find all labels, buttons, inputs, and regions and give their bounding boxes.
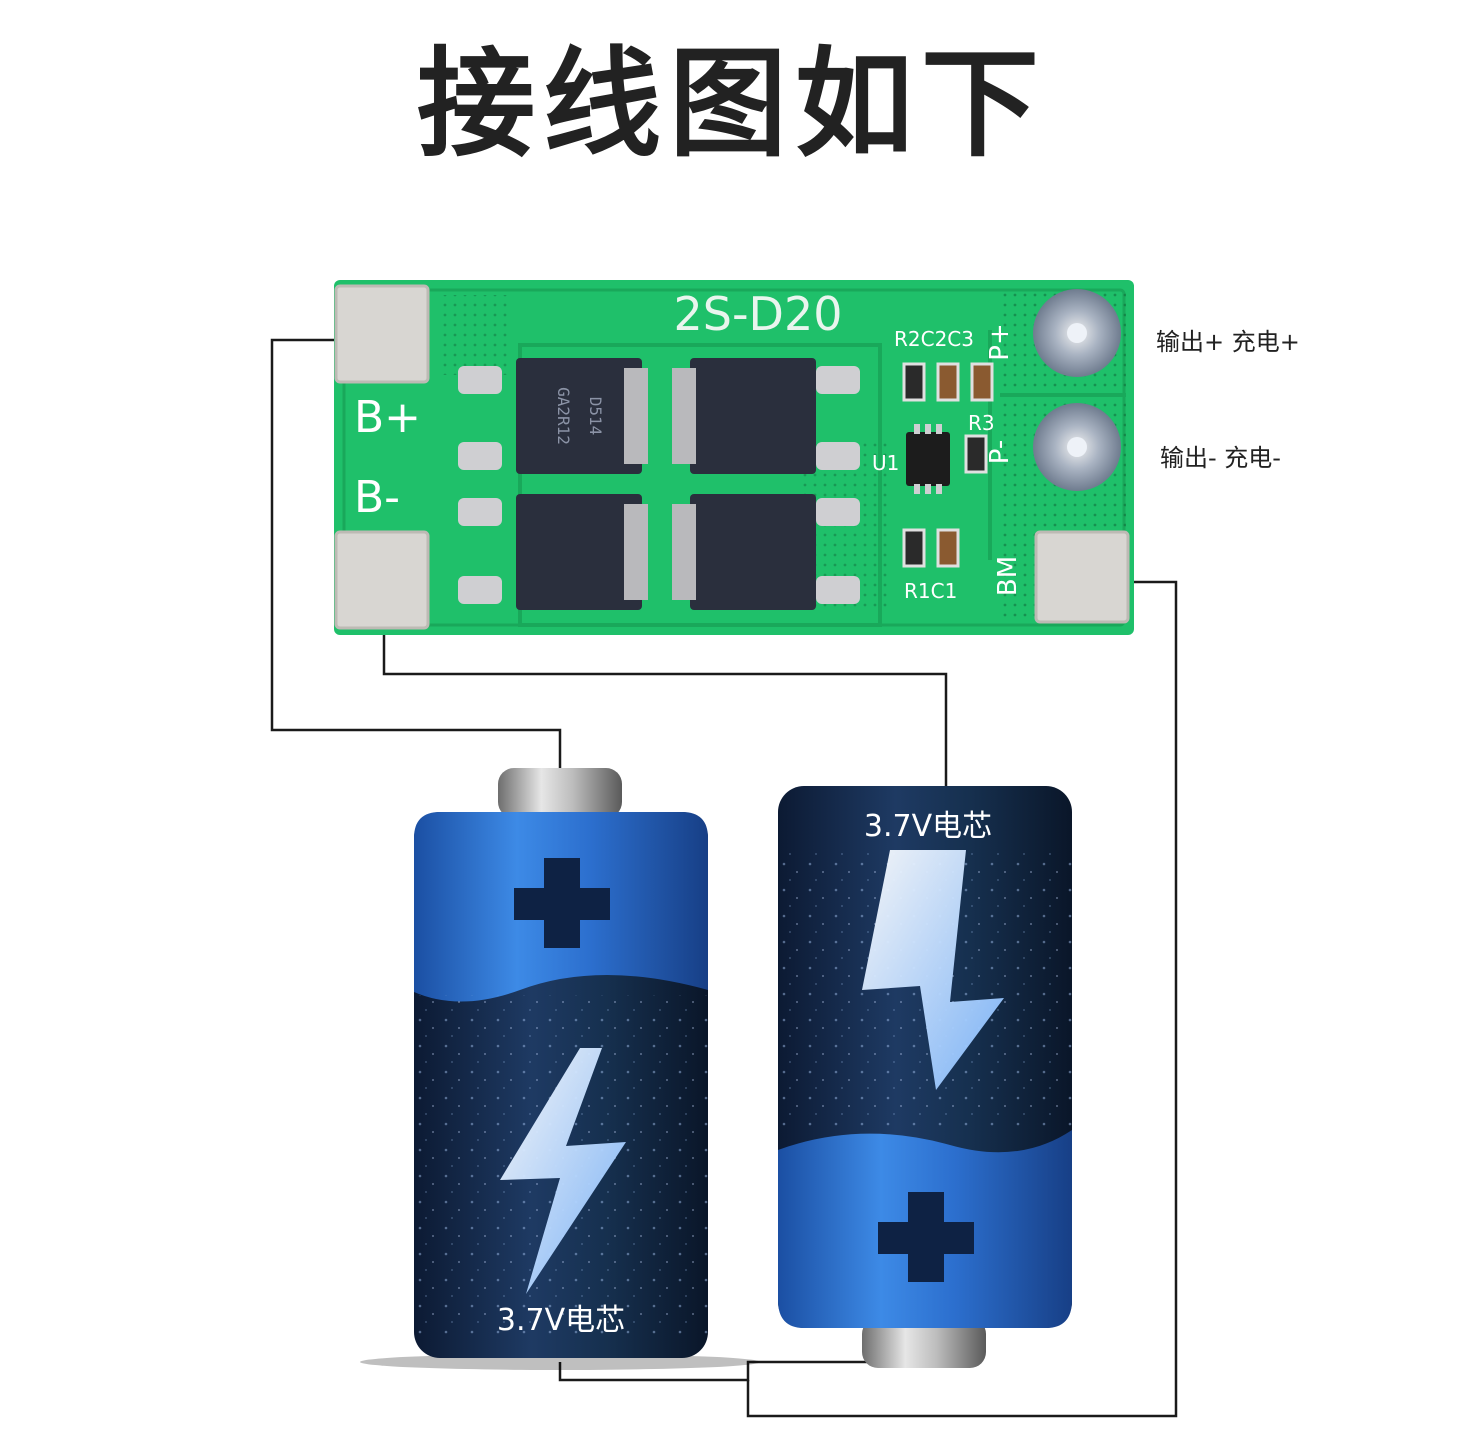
silk-bm: BM: [993, 556, 1023, 596]
mosfet-top-left: [458, 358, 648, 474]
lightning-bolt-icon: [862, 850, 1004, 1090]
pad-bm: [1034, 530, 1130, 624]
mosfet-bottom-right: [672, 494, 860, 610]
mosfet-marking-1: D514: [586, 397, 605, 436]
silk-r1c1: R1C1: [904, 579, 957, 603]
silk-r2c2c3: R2C2C3: [894, 327, 974, 351]
mosfet-group: D514 GA2R12: [458, 358, 860, 610]
mosfet-marking-2: GA2R12: [554, 387, 573, 445]
silk-b-plus: B+: [354, 392, 421, 443]
silk-r3: R3: [968, 411, 995, 435]
battery-right: 3.7V电芯: [778, 786, 1072, 1368]
silk-u1: U1: [872, 451, 899, 475]
silk-p-plus: P+: [985, 323, 1015, 360]
mosfet-top-right: [672, 358, 860, 474]
left-cell-label: 3.7V电芯: [497, 1303, 625, 1338]
board-model: 2S-D20: [673, 287, 842, 341]
output-positive-label: 输出+ 充电+: [1156, 328, 1300, 356]
pad-b-minus: [334, 530, 430, 630]
pad-b-plus: [334, 284, 430, 384]
mosfet-bottom-left: [458, 494, 648, 610]
smd-components: [902, 362, 994, 568]
wire-bm-to-cell-junction: [746, 580, 1178, 1418]
silk-b-minus: B-: [354, 472, 400, 523]
silk-p-minus: P-: [985, 440, 1015, 465]
output-negative-label: 输出- 充电-: [1160, 444, 1281, 472]
page-title: 接线图如下: [416, 35, 1047, 173]
plus-sign-icon: [878, 1192, 974, 1282]
chip-u1: [906, 432, 950, 486]
battery-left: 3.7V电芯: [360, 768, 760, 1370]
protection-board: D514 GA2R12 2S-D20 B+ B- R2C2C3 R3 U1 R1…: [334, 280, 1134, 635]
wire-b-plus-to-left-cell: [270, 338, 562, 770]
lightning-bolt-icon: [500, 1048, 626, 1294]
plus-sign-icon: [514, 858, 610, 948]
right-cell-label: 3.7V电芯: [864, 809, 992, 844]
